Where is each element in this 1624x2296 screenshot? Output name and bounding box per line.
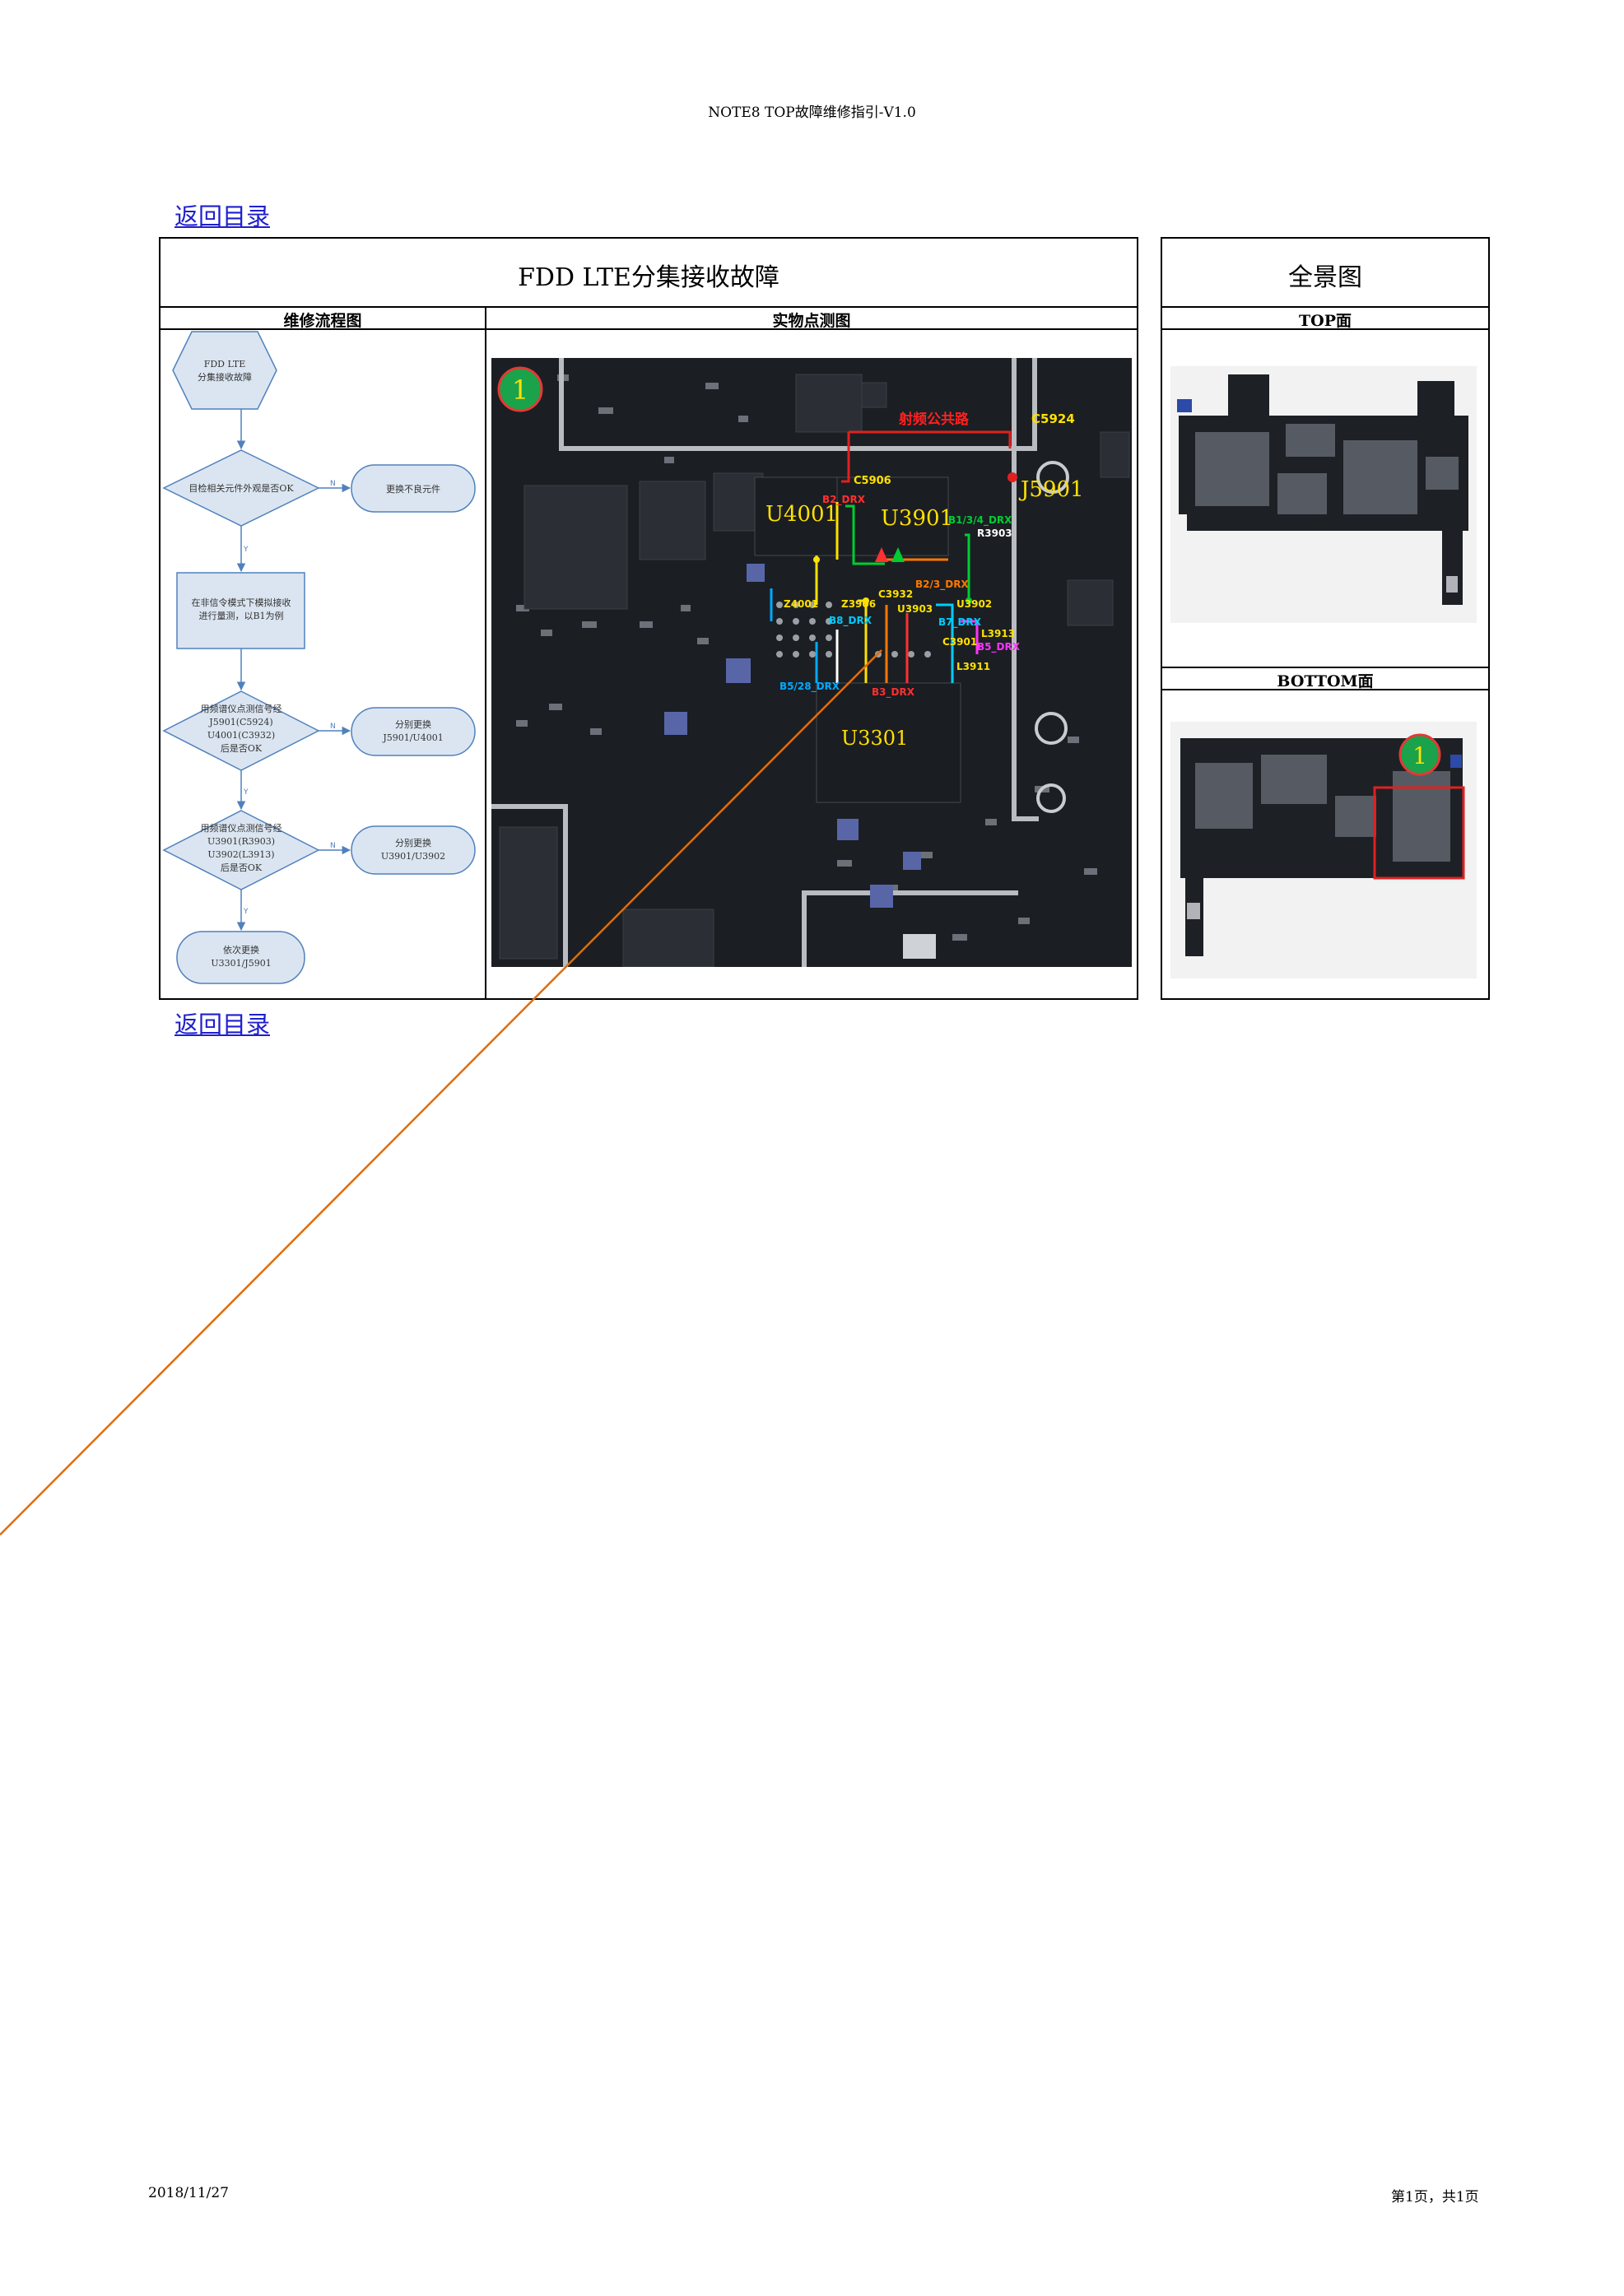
flow-d1-text: 目检相关元件外观是否OK: [188, 482, 294, 494]
flow-yes-2: Y: [243, 788, 249, 797]
label-r3903: R3903: [977, 528, 1012, 539]
label-common-path: 射频公共路: [899, 411, 969, 428]
panorama-title: 全景图: [1288, 263, 1362, 292]
flow-d2-line1: 用频谱仪点测信号经: [201, 703, 282, 714]
label-c5924: C5924: [1031, 411, 1075, 426]
flow-r1-text: 更换不良元件: [386, 483, 440, 495]
label-b5-drx: B5_DRX: [977, 641, 1020, 653]
panorama-table: 全景图 TOP面 BOTTOM面: [1161, 237, 1490, 1000]
flow-start-line2: 分集接收故障: [198, 371, 252, 383]
flow-r2-line2: J5901/U4001: [382, 732, 443, 743]
flow-no-3: N: [330, 842, 336, 850]
flow-r3-line1: 分别更换: [395, 837, 431, 848]
pcb-badge-circle: [497, 366, 543, 412]
flow-result-3: [351, 825, 476, 875]
bottom-side-header: BOTTOM面: [1277, 672, 1374, 690]
footer-date: 2018/11/27: [148, 2185, 229, 2201]
flow-end-line2: U3301/J5901: [211, 958, 271, 969]
label-j5901: J5901: [1021, 477, 1084, 502]
bottom-badge-number: 1: [1412, 742, 1427, 769]
flow-no-2: N: [330, 723, 336, 731]
flow-p1-line2: 进行量测，以B1为例: [198, 610, 283, 621]
label-b134-drx: B1/3/4_DRX: [948, 514, 1012, 526]
flow-end-node: [176, 931, 305, 984]
main-table: FDD LTE分集接收故障 维修流程图 实物点测图: [159, 237, 1138, 1000]
top-side-header: TOP面: [1299, 312, 1352, 330]
flow-start-node: [172, 331, 277, 410]
flow-d3-line3: U3902(L3913): [207, 849, 274, 860]
flow-d3-line2: U3901(R3903): [207, 836, 275, 847]
label-b8-drx: B8_DRX: [829, 615, 872, 626]
top-board-image: [1170, 366, 1477, 623]
label-b7-drx: B7_DRX: [938, 616, 981, 628]
pcb-measurement-photo: 1 射频公共路 C5924 C5906 J5901 U4001 U3901 B2…: [491, 358, 1132, 967]
label-c3901: C3901: [942, 636, 978, 648]
label-b528-drx: B5/28_DRX: [779, 681, 840, 692]
label-l3913: L3913: [981, 628, 1016, 639]
bottom-highlight-box: [1373, 786, 1465, 880]
flow-yes-1: Y: [243, 546, 249, 554]
page-header: NOTE8 TOP故障维修指引-V1.0: [708, 105, 916, 121]
flow-d3-line4: 后是否OK: [221, 862, 263, 873]
repair-flowchart: FDD LTE 分集接收故障 目检相关元件外观是否OK 更换不良元件 在非信令模…: [162, 331, 476, 984]
label-z4001: Z4001: [784, 598, 819, 610]
label-b23-drx: B2/3_DRX: [915, 579, 969, 590]
label-b2-drx: B2_DRX: [822, 494, 865, 505]
label-u4001: U4001: [765, 502, 839, 527]
label-z3906: Z3906: [841, 598, 877, 610]
label-l3911: L3911: [956, 661, 991, 672]
label-u3901: U3901: [881, 506, 954, 531]
flow-d2-line3: U4001(C3932): [207, 730, 275, 741]
label-c3932: C3932: [878, 588, 914, 600]
chip-u3301: [816, 682, 961, 803]
footer-page-number: 第1页，共1页: [1391, 2189, 1479, 2205]
pcb-drawing: 1: [491, 358, 1132, 967]
flow-process-1: [176, 572, 305, 649]
back-to-toc-link-bottom[interactable]: 返回目录: [174, 1011, 271, 1039]
flow-result-1: [351, 464, 476, 513]
flow-result-2: [351, 707, 476, 756]
flow-p1-line1: 在非信令模式下模拟接收: [192, 597, 291, 608]
flow-r2-line1: 分别更换: [395, 718, 431, 730]
table-title: FDD LTE分集接收故障: [518, 263, 779, 292]
flow-yes-3: Y: [243, 908, 249, 916]
label-b3-drx: B3_DRX: [872, 686, 914, 698]
chip-u4001: [754, 476, 838, 556]
flow-d2-line2: J5901(C5924): [208, 717, 272, 727]
col-flow-header: 维修流程图: [283, 312, 362, 330]
flow-r3-line2: U3901/U3902: [381, 851, 445, 862]
bottom-badge-circle: [1398, 733, 1441, 776]
back-to-toc-link[interactable]: 返回目录: [174, 202, 271, 230]
col-photo-header: 实物点测图: [772, 312, 851, 330]
pointer-line: [0, 649, 882, 1536]
flow-start-line1: FDD LTE: [204, 359, 246, 369]
bottom-board-image: 1: [1170, 722, 1477, 978]
flow-no-1: N: [330, 480, 336, 488]
flow-d3-line1: 用频谱仪点测信号经: [201, 822, 282, 834]
flow-d2-line4: 后是否OK: [221, 743, 263, 754]
flow-end-line1: 依次更换: [223, 944, 259, 955]
label-u3903: U3903: [897, 603, 933, 615]
pcb-badge-number: 1: [512, 374, 528, 406]
label-u3301: U3301: [841, 727, 909, 750]
label-u3902: U3902: [956, 598, 993, 610]
label-c5906: C5906: [854, 475, 891, 487]
